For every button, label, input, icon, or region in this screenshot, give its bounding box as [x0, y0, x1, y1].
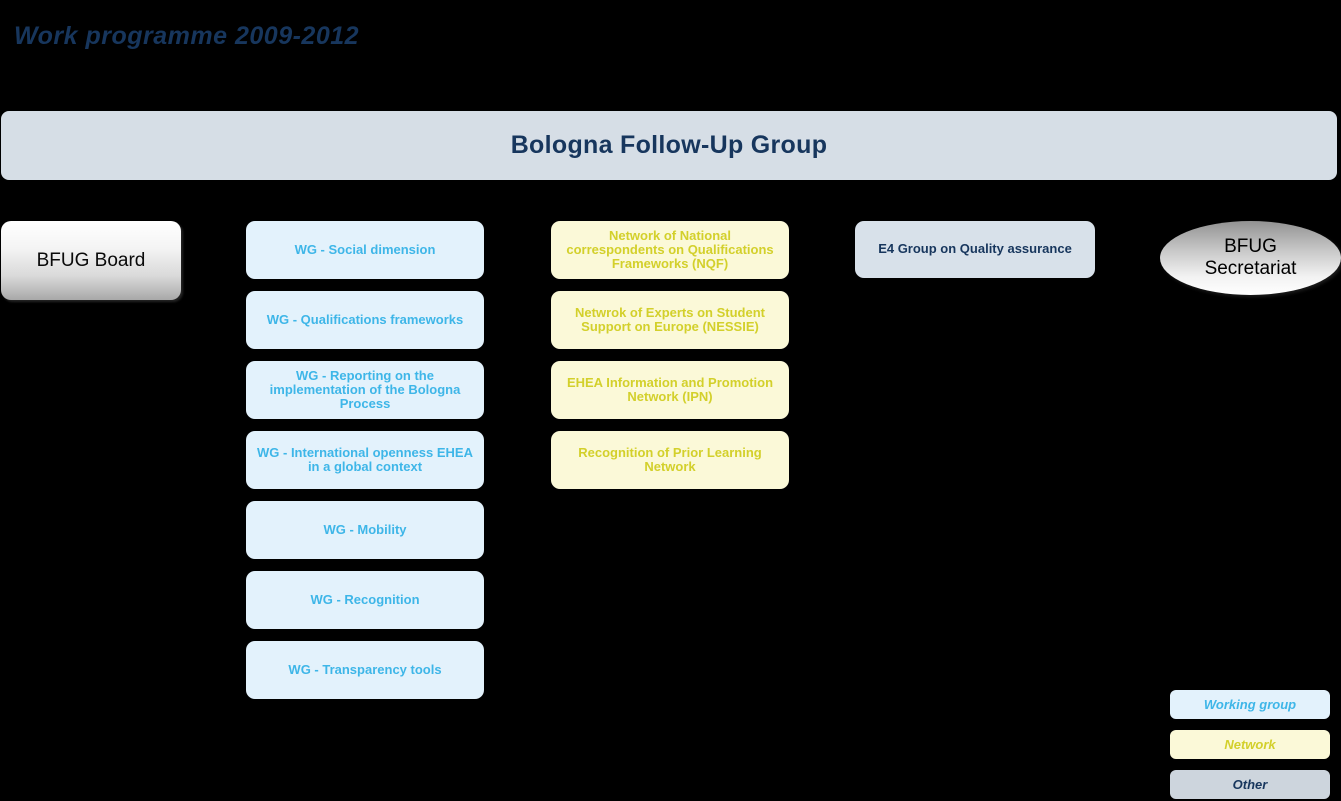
legend-label: Working group	[1203, 697, 1297, 712]
bfug-board-label: BFUG Board	[36, 249, 146, 271]
wg-label: WG - Social dimension	[294, 241, 436, 257]
legend-item-working-group: Working group	[1170, 690, 1330, 719]
wg-node-international-openness: WG - International openness EHEA in a gl…	[246, 431, 484, 489]
wg-label: WG - Reporting on the implementation of …	[269, 367, 461, 412]
network-node-ipn: EHEA Information and Promotion Network (…	[551, 361, 789, 419]
wg-label: WG - International openness EHEA in a gl…	[257, 444, 473, 474]
wg-node-recognition: WG - Recognition	[246, 571, 484, 629]
network-node-prior-learning: Recognition of Prior Learning Network	[551, 431, 789, 489]
network-label: Netwrok of Experts on Student Support on…	[575, 304, 765, 334]
wg-label: WG - Mobility	[323, 521, 407, 537]
wg-node-transparency-tools: WG - Transparency tools	[246, 641, 484, 699]
bfug-secretariat-node: BFUG Secretariat	[1160, 221, 1341, 295]
wg-node-reporting-implementation: WG - Reporting on the implementation of …	[246, 361, 484, 419]
legend-item-other: Other	[1170, 770, 1330, 799]
e4-group-label: E4 Group on Quality assurance	[878, 241, 1072, 257]
bfug-secretariat-label: BFUG Secretariat	[1204, 236, 1297, 279]
wg-node-qualifications-frameworks: WG - Qualifications frameworks	[246, 291, 484, 349]
page-title: Work programme 2009-2012	[14, 22, 360, 50]
legend-label: Other	[1232, 777, 1268, 792]
wg-label: WG - Qualifications frameworks	[266, 311, 464, 327]
bfug-board-node: BFUG Board	[1, 221, 181, 300]
network-label: Network of National correspondents on Qu…	[566, 227, 774, 272]
legend-label: Network	[1224, 737, 1276, 752]
network-label: Recognition of Prior Learning Network	[578, 444, 762, 474]
e4-group-node: E4 Group on Quality assurance	[855, 221, 1095, 278]
bfug-header-label: Bologna Follow-Up Group	[510, 131, 828, 159]
wg-label: WG - Transparency tools	[288, 661, 442, 677]
wg-node-mobility: WG - Mobility	[246, 501, 484, 559]
wg-label: WG - Recognition	[310, 591, 420, 607]
bfug-header-node: Bologna Follow-Up Group	[1, 111, 1337, 180]
legend-item-network: Network	[1170, 730, 1330, 759]
wg-node-social-dimension: WG - Social dimension	[246, 221, 484, 279]
network-node-nessie: Netwrok of Experts on Student Support on…	[551, 291, 789, 349]
network-node-nqf: Network of National correspondents on Qu…	[551, 221, 789, 279]
network-label: EHEA Information and Promotion Network (…	[566, 374, 774, 404]
